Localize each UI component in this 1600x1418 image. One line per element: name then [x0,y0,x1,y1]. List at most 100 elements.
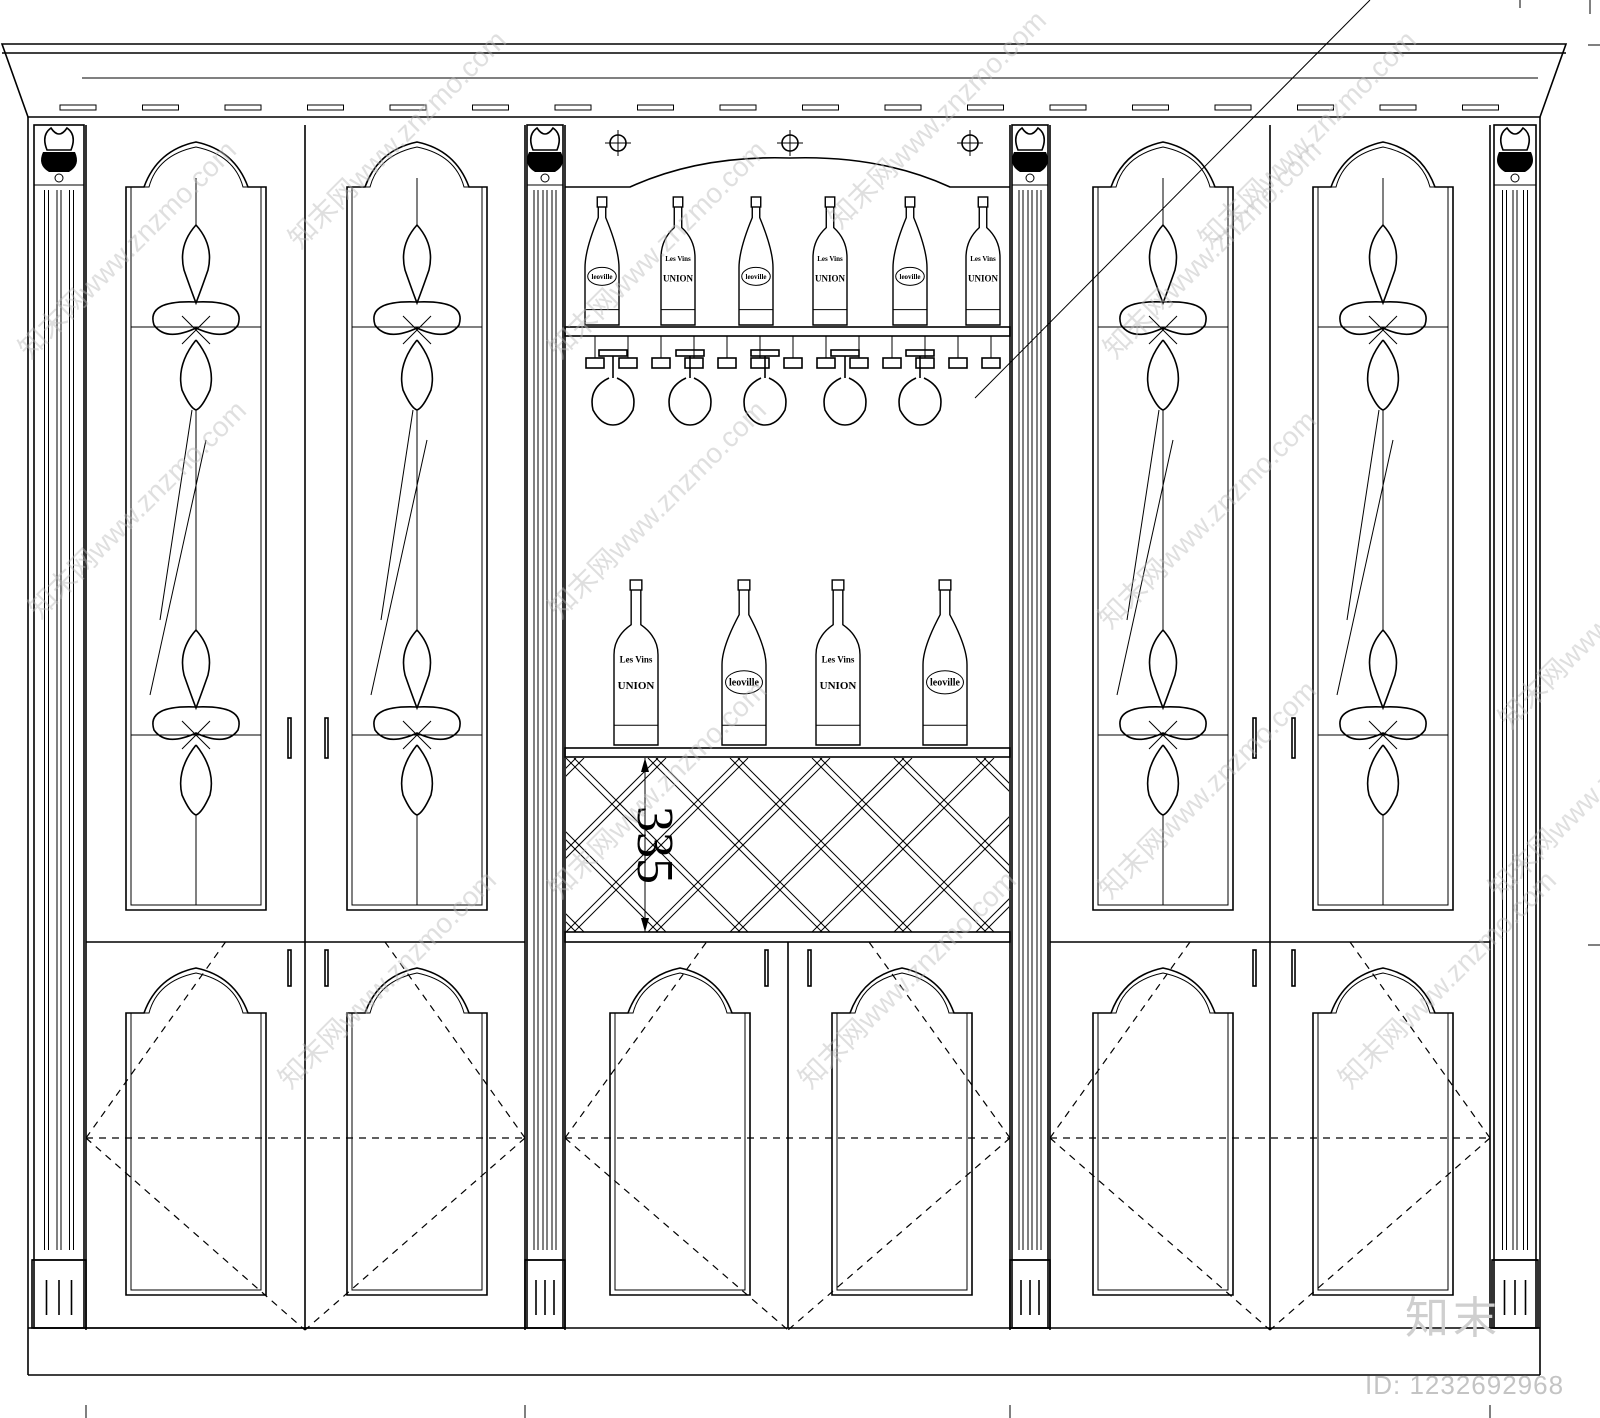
door-handle [764,949,769,987]
bottle-body [660,204,696,326]
light-marker [777,130,803,156]
lower-panel-doors [125,942,1454,1328]
pilaster-base [1009,1259,1051,1329]
bottle-body [613,587,659,746]
glazing-ornament [1146,744,1180,816]
glazing-ornament [1339,301,1427,336]
ceiling-light-markers [605,130,983,156]
rack-slot [816,357,836,369]
dimension-335: 335 [626,758,683,932]
wine-glass [823,349,867,426]
bottle-label-top: Les Vins [620,655,653,665]
door-panel-inner [351,972,483,1291]
glazing-ornament [1148,629,1178,711]
door-handle [324,949,329,987]
bottle-cap [977,196,989,208]
capital-rosette [1025,173,1035,183]
dentil [554,104,592,111]
capital-leaf [41,152,77,172]
bottle-cap [672,196,684,208]
bottle-label-main: UNION [820,680,857,692]
glazing-ornament [400,339,434,411]
dentil [142,104,179,111]
bottle-label-main: leoville [746,273,767,281]
pilaster-columns [31,124,1539,1329]
cabinet-frame [27,117,1541,1376]
door-panel-outer [1312,967,1454,1296]
glass-door [1312,141,1454,911]
door-handle [1291,949,1296,987]
upper-glass-doors [125,141,1454,911]
watermark-text: 知末网www.znzmo.com [792,864,1022,1094]
bottle-body [584,204,620,326]
wine-glass [743,349,787,426]
door-frame-inner [130,146,262,906]
bottle-label-oval [587,266,617,286]
watermark-text: 知末网www.znzmo.com [822,4,1052,234]
bottle-label-oval [926,670,964,695]
glass-reflection [1126,409,1160,621]
rack-slot [981,357,1001,369]
bottle-label-main: leoville [729,678,760,689]
pilaster-base [1491,1259,1539,1329]
dentil [1462,104,1499,111]
watermark-layer: 知末网www.znzmo.com 知末网www.znzmo.com 知末网www.z… [12,4,1600,1094]
glazing-ornament [373,301,461,336]
swing-indicator [564,941,1011,1331]
dentil [472,104,509,111]
lower-door [831,967,973,1296]
glass-reflection [370,439,428,696]
bottle-cap [904,196,916,208]
door-handle [1291,717,1296,759]
rack-slot [948,357,968,369]
bottle-label-oval [725,670,763,695]
glazing-ornament [1146,339,1180,411]
glazing-ornament [1119,706,1207,741]
light-marker [605,130,631,156]
glazing-ornament [373,706,461,741]
bottle-label-main: leoville [900,273,921,281]
glazing-ornament [179,339,213,411]
bottle-body [922,587,968,746]
door-handle [324,717,329,759]
capital-rosette [54,173,64,183]
watermark-text: 知末网www.znzmo.com [1092,674,1322,904]
lattice-grid [566,758,1009,932]
door-panel-outer [1092,967,1234,1296]
dentil [967,104,1004,111]
wine-bottle-leoville: leoville [892,196,928,326]
glazing-ornament [1368,629,1398,711]
dentil [802,104,839,111]
door-frame-outer [125,141,267,911]
wine-bottle-leoville: leoville [584,196,620,326]
bottle-cap [938,579,952,591]
diamond-wine-lattice [566,758,1009,932]
glass-reflection [1346,409,1380,621]
door-panel-outer [346,967,488,1296]
rack-slot [750,357,770,369]
glazing-ornament [152,706,240,741]
capital-ornament [529,126,561,151]
capital-leaf [1012,152,1048,172]
rack-slot [783,357,803,369]
lower-door [1312,967,1454,1296]
dentil [59,104,97,111]
capital-rosette [1510,173,1520,183]
dentil [1132,104,1169,111]
bottle-label-main: UNION [618,680,655,692]
glass-reflection [380,409,414,621]
image-id-label: ID: 1232692968 [1365,1370,1565,1400]
door-handle [287,949,292,987]
swing-indicator [85,941,526,1331]
capital-leaf [527,152,563,172]
door-panel-inner [130,972,262,1291]
pilaster [1009,124,1051,1329]
door-panel-outer [831,967,973,1296]
bottle-cap [737,579,751,591]
dentil [884,104,922,111]
dentil [1214,104,1252,111]
wine-bottle-leoville: leoville [721,579,767,746]
